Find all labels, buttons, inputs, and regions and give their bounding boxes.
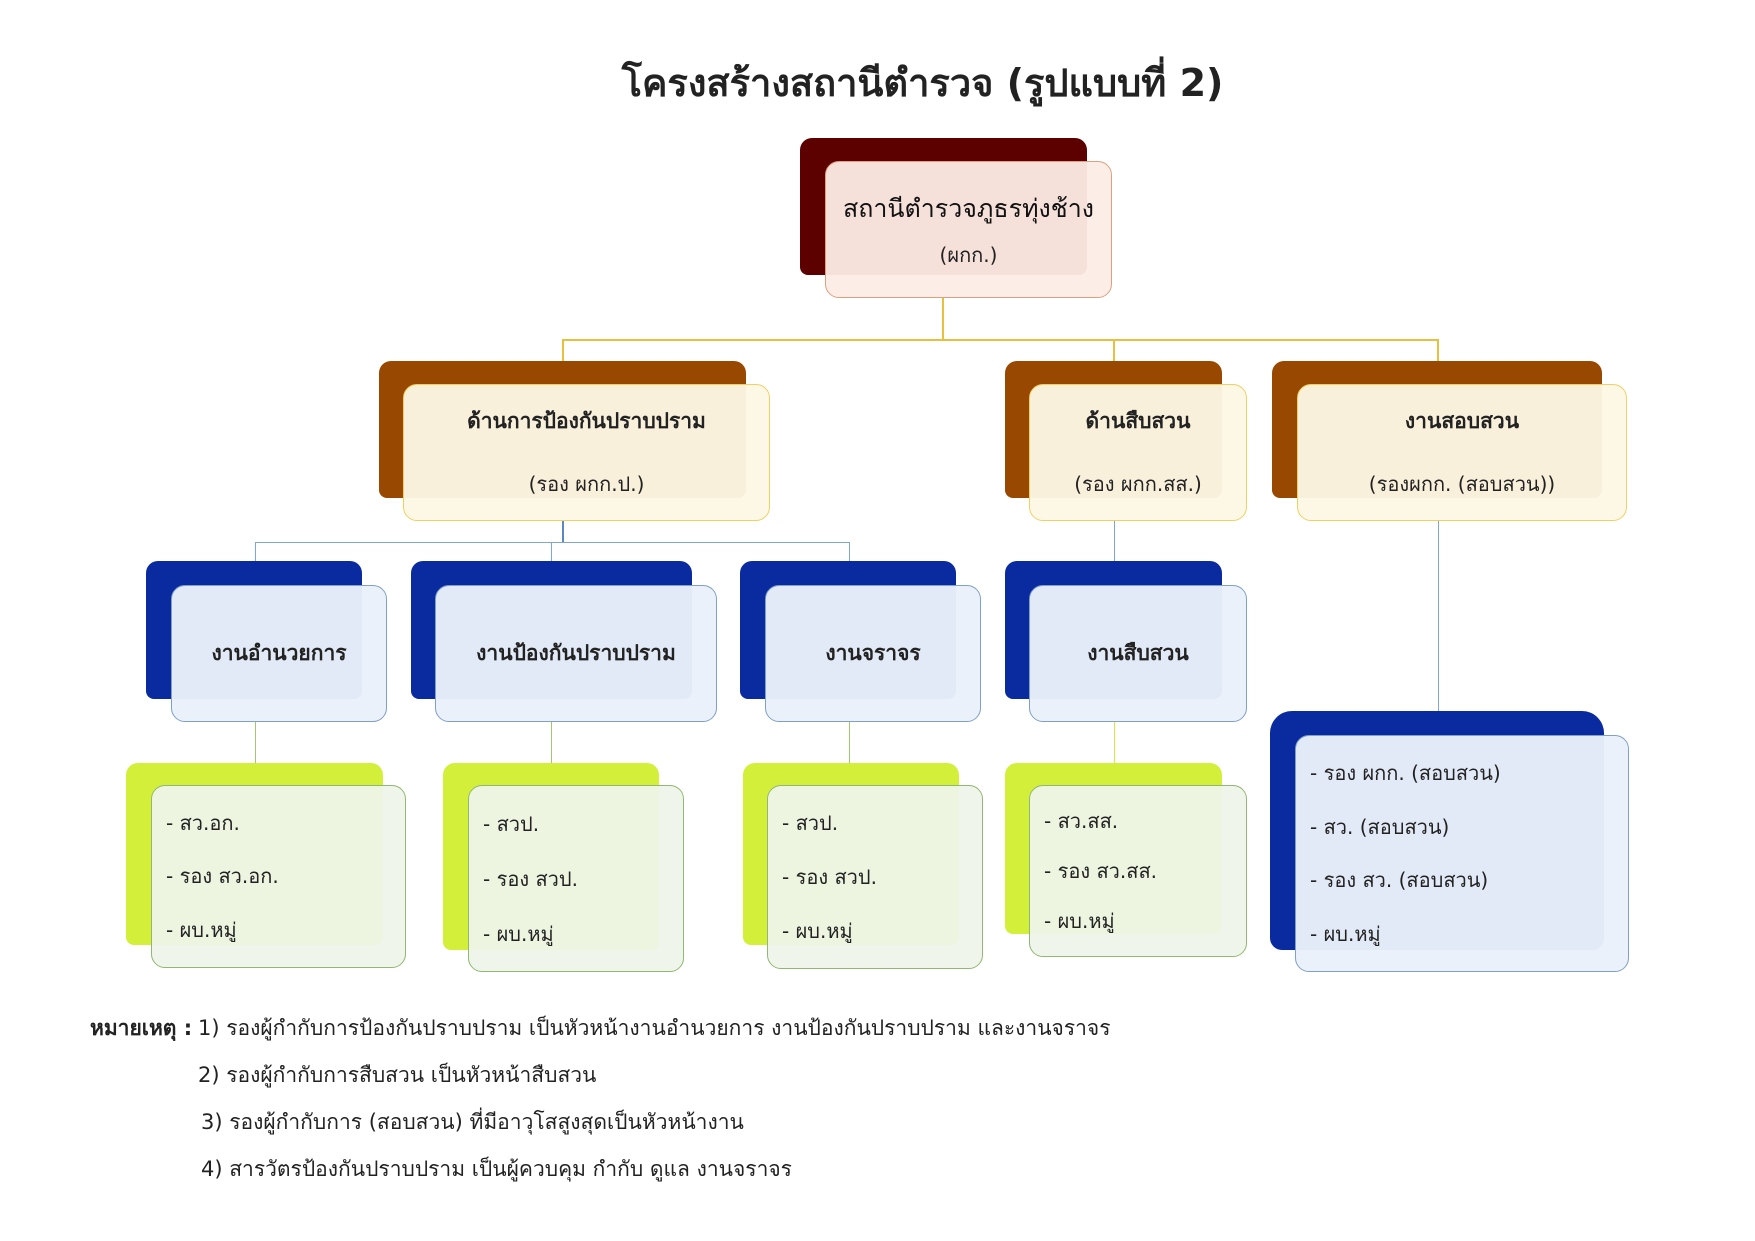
- notes-label: หมายเหตุ :: [90, 1016, 193, 1040]
- connector: [551, 542, 552, 562]
- level3-node-admin[interactable]: งานอำนวยการ: [171, 585, 387, 722]
- level3-node-investigation[interactable]: งานสืบสวน: [1029, 585, 1247, 722]
- connector: [551, 722, 552, 763]
- level2-node-inquiry[interactable]: งานสอบสวน (รองผกก. (สอบสวน)): [1297, 384, 1627, 521]
- root-node[interactable]: สถานีตำรวจภูธรทุ่งช้าง (ผกก.): [825, 161, 1112, 298]
- connector: [849, 722, 850, 763]
- node-title: ด้านการป้องกันปราบปราม: [467, 409, 706, 433]
- node-title: สถานีตำรวจภูธรทุ่งช้าง: [843, 193, 1094, 223]
- list-item: - ผบ.หมู่: [483, 921, 554, 946]
- staff-list-prevention[interactable]: - สวป. - รอง สวป. - ผบ.หมู่: [468, 785, 684, 972]
- node-subtitle: (รอง ผกก.สส.): [1074, 472, 1202, 496]
- list-item: - รอง สว.สส.: [1044, 859, 1158, 883]
- connector: [1114, 521, 1115, 562]
- connector: [562, 521, 564, 543]
- node-title: งานจราจร: [825, 641, 921, 665]
- list-item: - ผบ.หมู่: [1044, 909, 1115, 933]
- staff-list-investigation[interactable]: - สว.สส. - รอง สว.สส. - ผบ.หมู่: [1029, 785, 1247, 957]
- level3-node-traffic[interactable]: งานจราจร: [765, 585, 981, 722]
- note-line: 2) รองผู้กำกับการสืบสวน เป็นหัวหน้าสืบสว…: [198, 1063, 597, 1087]
- node-title: งานสืบสวน: [1087, 641, 1189, 665]
- level2-node-investigation[interactable]: ด้านสืบสวน (รอง ผกก.สส.): [1029, 384, 1247, 521]
- node-title: งานอำนวยการ: [211, 641, 347, 665]
- connector: [255, 542, 850, 543]
- note-line: 4) สารวัตรป้องกันปราบปราม เป็นผู้ควบคุม …: [201, 1157, 792, 1181]
- list-item: - รอง สวป.: [782, 865, 877, 889]
- list-item: - ผบ.หมู่: [166, 918, 237, 943]
- level2-node-prevention[interactable]: ด้านการป้องกันปราบปราม (รอง ผกก.ป.): [403, 384, 770, 521]
- connector: [1438, 521, 1439, 711]
- list-item: - สว.อก.: [166, 810, 240, 835]
- node-title: ด้านสืบสวน: [1085, 409, 1191, 433]
- node-title: งานป้องกันปราบปราม: [476, 641, 676, 665]
- node-subtitle: (ผกก.): [939, 242, 998, 267]
- list-item: - ผบ.หมู่: [782, 919, 853, 943]
- list-item: - รอง ผกก. (สอบสวน): [1310, 760, 1501, 785]
- list-item: - รอง สว.อก.: [166, 864, 279, 889]
- list-item: - สวป.: [782, 811, 839, 835]
- staff-list-inquiry[interactable]: - รอง ผกก. (สอบสวน) - สว. (สอบสวน) - รอง…: [1295, 735, 1629, 972]
- list-item: - สว.สส.: [1044, 809, 1119, 833]
- node-title: งานสอบสวน: [1404, 409, 1520, 433]
- node-subtitle: (รอง ผกก.ป.): [528, 472, 645, 496]
- list-item: - ผบ.หมู่: [1310, 922, 1381, 947]
- note-line: 3) รองผู้กำกับการ (สอบสวน) ที่มีอาวุโสสู…: [201, 1110, 744, 1134]
- list-item: - รอง สว. (สอบสวน): [1310, 868, 1489, 893]
- connector: [255, 542, 256, 562]
- note-line: 1) รองผู้กำกับการป้องกันปราบปราม เป็นหัว…: [198, 1016, 1111, 1040]
- list-item: - สว. (สอบสวน): [1310, 814, 1450, 839]
- staff-list-traffic[interactable]: - สวป. - รอง สวป. - ผบ.หมู่: [767, 785, 983, 969]
- connector: [942, 298, 944, 340]
- list-item: - สวป.: [483, 811, 540, 836]
- page-title: โครงสร้างสถานีตำรวจ (รูปแบบที่ 2): [621, 61, 1224, 105]
- connector: [255, 722, 256, 763]
- connector: [849, 542, 850, 562]
- level3-node-prevention[interactable]: งานป้องกันปราบปราม: [435, 585, 717, 722]
- connector: [562, 339, 1439, 341]
- list-item: - รอง สวป.: [483, 866, 578, 891]
- node-subtitle: (รองผกก. (สอบสวน)): [1368, 472, 1556, 496]
- staff-list-admin[interactable]: - สว.อก. - รอง สว.อก. - ผบ.หมู่: [151, 785, 406, 968]
- connector: [1114, 722, 1115, 763]
